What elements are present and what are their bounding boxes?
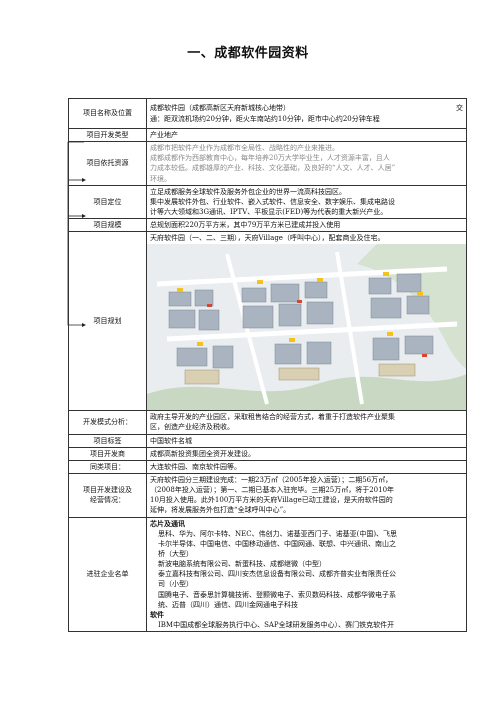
tenant-line: 统、迈普（四川）通信、四川金网通电子科技 (158, 600, 298, 609)
row-name-location: 项目名称及位置 成都软件园（成都高新区天府新城核心地带） 交 通：距双流机场约2… (68, 98, 467, 129)
label-dev-type: 项目开发类型 (68, 127, 147, 143)
tenant-line: 新波电脑系统有限公司、新蛋科技、成都继微（中型） (158, 560, 326, 569)
resources-line: 成都成都作为西部教育中心，每年培养20万大学毕业生，人才资源丰富，且人 (150, 154, 390, 163)
tenant-category: 软件 (150, 610, 164, 619)
mode-line: 政府主导开发的产业园区，采取租售结合的经营方式，着重于打造软件产业聚集 (150, 413, 395, 422)
value-name-location: 成都软件园（成都高新区天府新城核心地带） 交 通：距双流机场约20分钟，距火车南… (146, 98, 467, 129)
position-line: 计等六大领域和3G通讯、IPTV、平板显示(FED)等为代表的重大新兴产业。 (150, 207, 388, 216)
label-resources: 项目依托资源 (68, 141, 147, 186)
row-developer: 项目开发商 成都高新投资集团全资开发建设。 (68, 446, 467, 461)
tenant-category: 芯片及通讯 (150, 519, 185, 528)
resources-line: 环境。 (150, 174, 171, 183)
value-progress: 天府软件园分三期建设完成：一期23万㎡（2005年投入运营）；二期56万㎡， （… (146, 472, 467, 518)
value-dev-type: 产业地产 (146, 127, 467, 143)
row-scale: 项目规模 总规划面积220万平方米，其中79万平方米已建成并投入使用 (68, 218, 467, 233)
value-tag: 中国软件名城 (146, 433, 467, 448)
row-tenants: 进驻企业名单 芯片及通讯 思科、华为、阿尔卡特、NEC、伟创力、诺基亚西门子、诺… (68, 516, 467, 633)
value-mode: 政府主导开发的产业园区，采取租售结合的经营方式，着重于打造软件产业聚集 区，创造… (146, 410, 467, 435)
value-similar: 大连软件园、南京软件园等。 (146, 459, 467, 474)
value-tenants: 芯片及通讯 思科、华为、阿尔卡特、NEC、伟创力、诺基亚西门子、诺基亚(中国)、… (146, 516, 467, 633)
label-name-location: 项目名称及位置 (68, 98, 147, 129)
progress-label-line: 项目开发建设及 (83, 486, 132, 495)
progress-line: 延伸，将发展服务外包打造“全球呼叫中心”。 (150, 506, 291, 515)
row-position: 项目定位 立足成都服务全球软件及服务外包企业的世界一流高科技园区。 集中发展软件… (68, 184, 467, 220)
tenant-line: IBM中国成都全球服务执行中心、SAP全球研发服务中心）、赛门铁克软件开 (158, 620, 395, 629)
label-mode: 开发模式分析： (68, 410, 147, 435)
row-dev-type: 项目开发类型 产业地产 (68, 127, 467, 143)
row-mode: 开发模式分析： 政府主导开发的产业园区，采取租售结合的经营方式，着重于打造软件产… (68, 410, 467, 435)
tenant-line: 泰立嘉科技有限公司、四川安杰信息设备有限公司、成都齐普实业有限责任公 (158, 570, 396, 579)
value-plan: 天府软件园（一、二、三期），天府Village（呼叫中心），配套商业及住宅。 (146, 231, 467, 412)
label-position: 项目定位 (68, 184, 147, 220)
name-line2: 通：距双流机场约20分钟，距火车南站约10分钟，距市中心约20分钟车程 (150, 114, 380, 123)
label-tag: 项目标签 (68, 433, 147, 448)
value-scale: 总规划面积220万平方米，其中79万平方米已建成并投入使用 (146, 218, 467, 233)
label-plan: 项目规划 (68, 231, 147, 412)
name-line1: 成都软件园（成都高新区天府新城核心地带） (150, 104, 290, 113)
progress-line: 10月投入使用。此外100万平方米的天府Village已动工建设，是天府软件园的 (150, 496, 393, 505)
row-progress: 项目开发建设及 经营情况： 天府软件园分三期建设完成：一期23万㎡（2005年投… (68, 472, 467, 518)
tenant-line: 卡尔半导体、中国电信、中国移动通信、中国网通、联想、中兴通讯、南山之 (158, 539, 396, 548)
value-resources: 成都市把软件产业作为成都市全局性、战略性的产业来推进。 成都成都作为西部教育中心… (146, 141, 467, 186)
position-line: 立足成都服务全球软件及服务外包企业的世界一流高科技园区。 (150, 187, 346, 196)
value-position: 立足成都服务全球软件及服务外包企业的世界一流高科技园区。 集中发展软件外包、行业… (146, 184, 467, 220)
document-title: 一、成都软件园资料 (187, 46, 309, 61)
value-developer: 成都高新投资集团全资开发建设。 (146, 446, 467, 461)
label-developer: 项目开发商 (68, 446, 147, 461)
row-resources: 项目依托资源 成都市把软件产业作为成都市全局性、战略性的产业来推进。 成都成都作… (68, 141, 467, 186)
tenant-line: 桥（大型） (158, 549, 193, 558)
label-progress: 项目开发建设及 经营情况： (68, 472, 147, 518)
row-similar: 同类项目： 大连软件园、南京软件园等。 (68, 459, 467, 474)
tenant-line: 国腾电子、音泰思計算機技術、登颢微电子、索贝数码科技、成都华微电子系 (158, 590, 396, 599)
label-similar: 同类项目： (68, 459, 147, 474)
position-line: 集中发展软件外包、行业软件、嵌入式软件、信息安全、数字娱乐、集成电路设 (150, 197, 395, 206)
name-line1-tail: 交 (456, 104, 463, 113)
progress-line: （2008年投入运营）；第一、二期已基本入驻完毕。三期25万㎡，将于2010年 (150, 486, 395, 495)
tenant-line: 司（小型） (158, 580, 193, 589)
label-tenants: 进驻企业名单 (68, 516, 147, 633)
resources-line: 成都市把软件产业作为成都市全局性、战略性的产业来推进。 (150, 144, 339, 153)
plan-caption: 天府软件园（一、二、三期），天府Village（呼叫中心），配套商业及住宅。 (150, 234, 385, 243)
label-scale: 项目规模 (68, 218, 147, 233)
progress-label-line: 经营情况： (90, 496, 125, 505)
row-tag: 项目标签 中国软件名城 (68, 433, 467, 448)
tenant-line: 思科、华为、阿尔卡特、NEC、伟创力、诺基亚西门子、诺基亚(中国)、飞思 (158, 529, 398, 538)
mode-line: 区，创造产业经济及税收。 (150, 423, 234, 432)
site-plan-image (147, 244, 466, 410)
progress-line: 天府软件园分三期建设完成：一期23万㎡（2005年投入运营）；二期56万㎡， (150, 475, 393, 484)
project-info-table: 项目名称及位置 成都软件园（成都高新区天府新城核心地带） 交 通：距双流机场约2… (68, 98, 467, 633)
resources-line: 力成本较低。成都雄厚的产业、科技、文化基础，及良好的“人文、人才、人居” (150, 164, 396, 173)
row-plan: 项目规划 天府软件园（一、二、三期），天府Village（呼叫中心），配套商业及… (68, 231, 467, 412)
